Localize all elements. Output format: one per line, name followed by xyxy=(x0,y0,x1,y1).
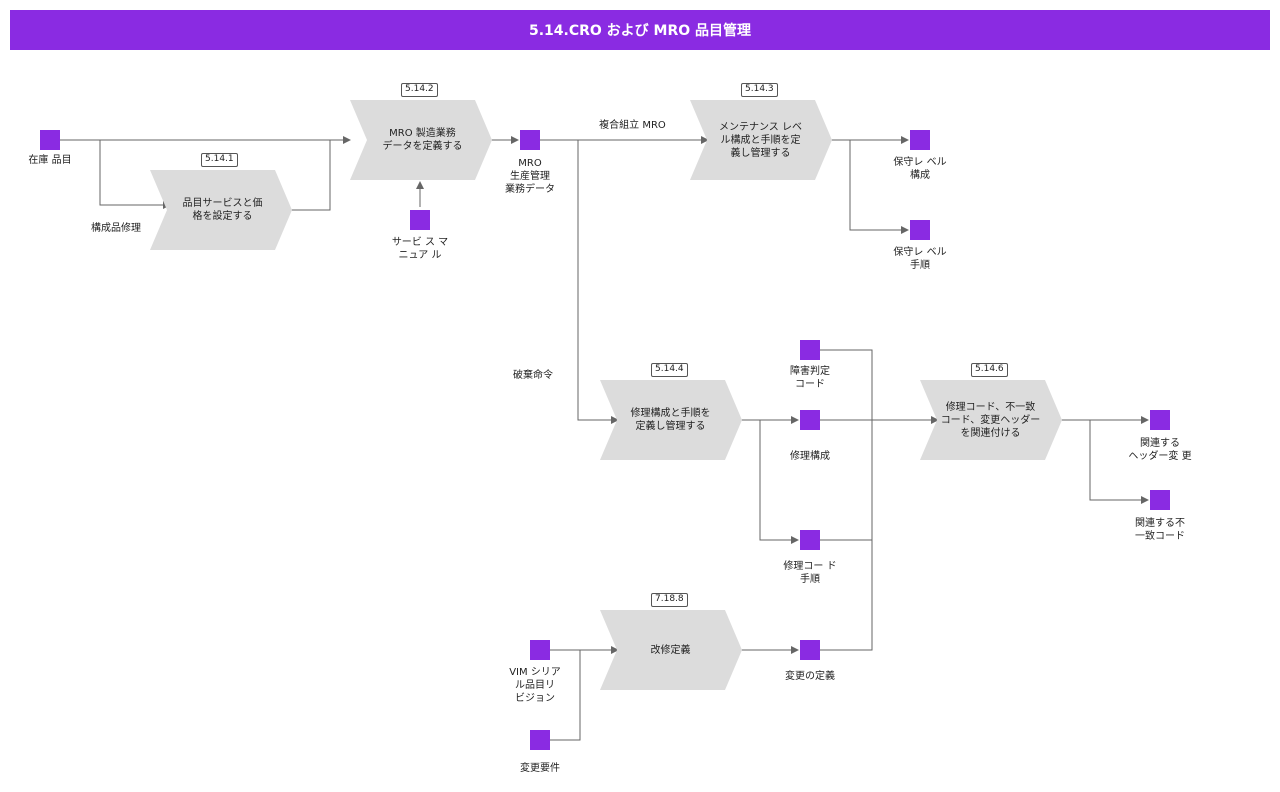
edge-label-compound-assembly: 複合組立 MRO xyxy=(599,120,666,131)
process-5-14-4-label: 修理構成と手順を 定義し管理する xyxy=(630,408,711,432)
process-5-14-2-shape[interactable] xyxy=(350,100,492,180)
process-5-14-6-shape[interactable] xyxy=(920,380,1062,460)
object-change-req[interactable] xyxy=(530,730,550,750)
process-5-14-6-label: 修理コード、不一致 コード、変更ヘッダー を関連付ける xyxy=(940,401,1041,439)
object-change-def[interactable] xyxy=(800,640,820,660)
object-label-mro-data: MRO 生産管理 業務データ xyxy=(505,158,555,195)
process-id-tag: 7.18.8 xyxy=(651,593,688,607)
object-mro-data[interactable] xyxy=(520,130,540,150)
object-related-mismatch[interactable] xyxy=(1150,490,1170,510)
object-maint-level-config[interactable] xyxy=(910,130,930,150)
object-label-related-mismatch: 関連する不 一致コード xyxy=(1135,518,1185,542)
object-label-failure-code: 障害判定 コード xyxy=(790,366,830,390)
process-id-tag: 5.14.3 xyxy=(741,83,778,97)
object-label-repair-code-proc: 修理コー ド 手順 xyxy=(783,561,837,585)
process-5-14-4-shape[interactable] xyxy=(600,380,742,460)
process-7-18-8-label: 改修定義 xyxy=(650,644,691,656)
connector-lines xyxy=(60,136,1149,741)
object-inventory-item[interactable] xyxy=(40,130,60,150)
object-label-maint-level-config: 保守レ ベル 構成 xyxy=(893,157,947,181)
process-id-tag: 5.14.4 xyxy=(651,363,688,377)
object-label-vim-serial: VIM シリア ル品目リ ビジョン xyxy=(509,667,561,704)
object-vim-serial[interactable] xyxy=(530,640,550,660)
object-repair-code-proc[interactable] xyxy=(800,530,820,550)
edge-label-scrap-order: 破棄命令 xyxy=(513,370,553,381)
process-id-tag: 5.14.6 xyxy=(971,363,1008,377)
process-5-14-3-shape[interactable] xyxy=(690,100,832,180)
process-7-18-8-shape[interactable] xyxy=(600,610,742,690)
process-id-tag: 5.14.1 xyxy=(201,153,238,167)
process-5-14-1-label: 品目サービスと価 格を設定する xyxy=(182,198,263,222)
process-5-14-1-shape[interactable] xyxy=(150,170,292,250)
object-label-change-req: 変更要件 xyxy=(520,763,560,774)
object-service-manual[interactable] xyxy=(410,210,430,230)
object-label-change-def: 変更の定義 xyxy=(785,671,835,682)
edge-label-component-repair: 構成品修理 xyxy=(91,223,141,234)
page-title: 5.14.CRO および MRO 品目管理 xyxy=(10,10,1270,50)
object-repair-config[interactable] xyxy=(800,410,820,430)
object-label-inventory-item: 在庫 品目 xyxy=(28,155,72,166)
process-5-14-2-label: MRO 製造業務 データを定義する xyxy=(382,128,463,152)
object-label-related-header: 関連する ヘッダー変 更 xyxy=(1128,438,1192,462)
process-5-14-3-label: メンテナンス レベ ル構成と手順を定 義し管理する xyxy=(719,121,802,159)
object-label-maint-level-proc: 保守レ ベル 手順 xyxy=(893,247,947,271)
object-related-header[interactable] xyxy=(1150,410,1170,430)
object-label-repair-config: 修理構成 xyxy=(790,451,830,462)
object-label-service-manual: サービ ス マ ニュア ル xyxy=(391,237,449,261)
object-failure-code[interactable] xyxy=(800,340,820,360)
object-maint-level-proc[interactable] xyxy=(910,220,930,240)
process-id-tag: 5.14.2 xyxy=(401,83,438,97)
